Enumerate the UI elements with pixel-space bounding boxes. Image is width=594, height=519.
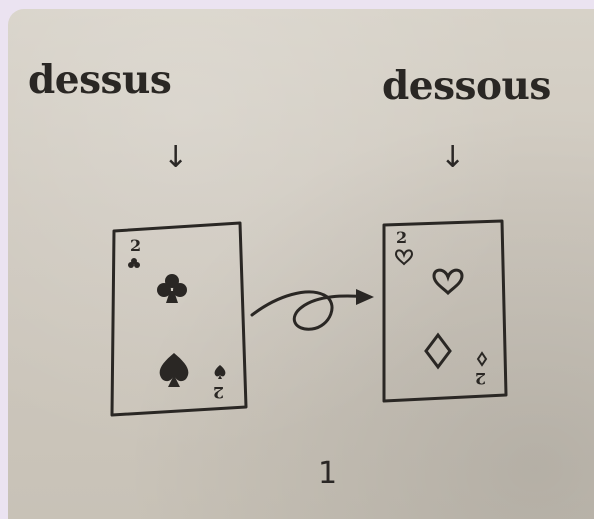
heart-icon: [434, 270, 462, 293]
label-dessus: dessus: [28, 61, 171, 100]
spade-icon: [160, 353, 189, 387]
diamond-small-icon: [478, 353, 486, 365]
club-small-icon: [128, 258, 140, 268]
card-right-rank-top: 2: [396, 228, 407, 247]
book-page: dessus dessous ↓ ↓ 2: [8, 9, 594, 519]
swirl-arrow-icon: [248, 277, 378, 347]
card-dessus: 2 2: [108, 219, 248, 419]
card-left-rank-top: 2: [130, 236, 141, 255]
card-right-rank-bottom: 2: [475, 369, 486, 388]
spade-small-icon: [215, 365, 226, 379]
diamond-icon: [426, 335, 450, 367]
card-dessous: 2 2: [378, 219, 518, 409]
down-arrow-right-icon: ↓: [440, 143, 465, 173]
page-number: 1: [318, 459, 337, 489]
card-left-rank-bottom: 2: [213, 383, 224, 402]
club-icon: [157, 274, 187, 303]
label-dessous: dessous: [382, 67, 551, 106]
heart-small-icon: [396, 250, 412, 264]
down-arrow-left-icon: ↓: [163, 143, 188, 173]
